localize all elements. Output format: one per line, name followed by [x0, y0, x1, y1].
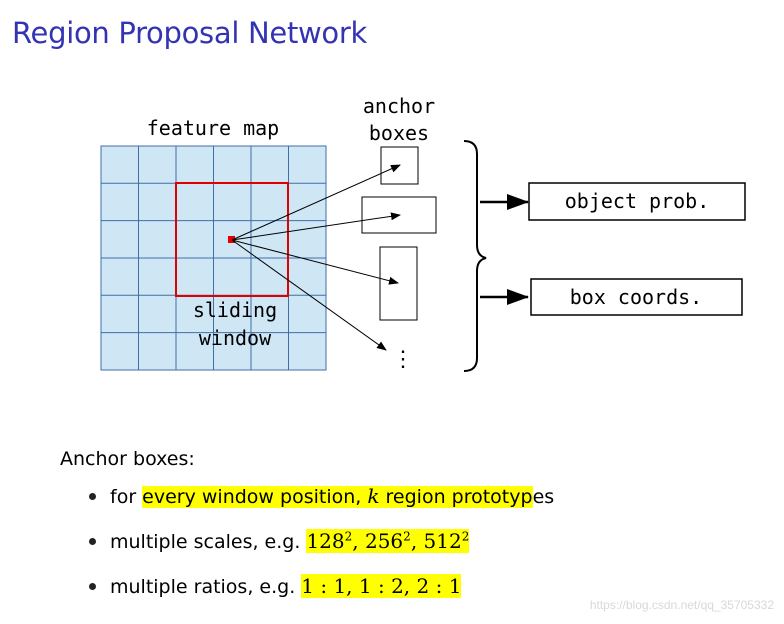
bullet-window-position: for every window position, k region prot…: [60, 482, 554, 527]
more-anchors-ellipsis: ⋮: [392, 347, 414, 372]
box-coords-label: box coords.: [570, 285, 702, 309]
object-prob-label: object prob.: [565, 189, 710, 213]
anchor-arrows: [231, 164, 401, 351]
sliding-label: sliding: [193, 298, 277, 322]
anchor-boxes: [361, 146, 437, 321]
scale-1-exp: 2: [344, 529, 353, 544]
bullet-1-prefix: for: [110, 486, 143, 508]
bullet-1-highlight-a: every window position,: [142, 486, 368, 508]
bullet-1-highlight: every window position, k region prototyp: [142, 484, 533, 508]
object-prob-box: [528, 182, 746, 221]
anchor-box-tall: [379, 246, 418, 321]
watermark: https://blog.csdn.net/qq_35705332: [589, 598, 774, 612]
scale-3: 512: [423, 529, 462, 553]
curly-brace: [463, 140, 487, 372]
window-center-point: [228, 236, 235, 243]
feature-map-label: feature map: [147, 116, 279, 140]
bullet-ratios: multiple ratios, e.g. 1 : 1, 1 : 2, 2 : …: [60, 572, 554, 617]
bullet-1-var-k: k: [367, 484, 380, 508]
scale-3-exp: 2: [461, 529, 470, 544]
bullet-list: for every window position, k region prot…: [60, 482, 554, 617]
rpn-diagram: feature map anchor boxes sliding window …: [100, 94, 746, 372]
scale-1: 128: [306, 529, 345, 553]
bullet-1-highlight-b: region prototyp: [379, 486, 533, 508]
bullets-heading: Anchor boxes:: [60, 448, 195, 470]
box-coords-box: [530, 278, 743, 316]
window-label: window: [199, 326, 272, 350]
anchor-label: anchor: [363, 94, 435, 118]
bullet-1-suffix: es: [532, 486, 555, 508]
boxes-label: boxes: [369, 121, 429, 145]
anchor-bullets: Anchor boxes: for every window position,…: [60, 448, 554, 617]
bullet-scales: multiple scales, e.g. 1282, 2562, 5122: [60, 527, 554, 572]
sliding-window: [175, 182, 289, 297]
bullet-2-scales: 1282, 2562, 5122: [306, 529, 470, 553]
scale-2-exp: 2: [403, 529, 411, 544]
bullet-2-prefix: multiple scales, e.g.: [110, 531, 307, 553]
bullet-3-ratios: 1 : 1, 1 : 2, 2 : 1: [301, 574, 462, 598]
scale-2: 256: [364, 529, 404, 553]
slide-title: Region Proposal Network: [12, 16, 367, 50]
bullet-3-prefix: multiple ratios, e.g.: [110, 576, 302, 598]
